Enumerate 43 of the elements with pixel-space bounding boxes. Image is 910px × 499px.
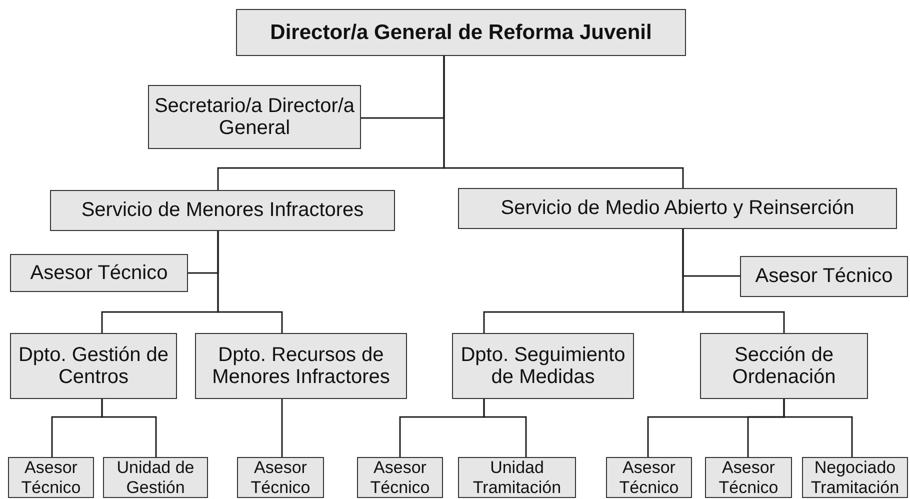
org-box — [458, 457, 576, 498]
connector-line — [682, 229, 785, 333]
unit-name: Asesor Técnico — [718, 458, 780, 497]
org-box — [700, 333, 868, 399]
unit-name: Dpto. Recursos de Menores Infractores — [211, 344, 391, 388]
unit-name: Asesor Técnico — [30, 262, 168, 284]
org-box — [740, 256, 908, 297]
unit-name: Negociado Tramitación — [810, 458, 900, 497]
connector-line — [443, 56, 684, 188]
org-box — [50, 190, 395, 231]
org-box — [195, 333, 407, 399]
unit-name: Secretario/a Director/a General — [153, 94, 356, 140]
connector-line — [101, 399, 157, 457]
org-box — [148, 85, 361, 149]
org-box — [357, 457, 443, 498]
org-box — [103, 457, 208, 498]
unit-name: Servicio de Menores Infractores — [81, 199, 364, 222]
unit-name: Asesor Técnico — [369, 458, 431, 497]
org-box — [458, 188, 897, 229]
unit-name: Asesor Técnico — [250, 458, 312, 497]
unit-name: Asesor Técnico — [20, 458, 82, 497]
org-box — [10, 254, 188, 292]
org-box — [705, 457, 792, 498]
org-box — [452, 333, 634, 399]
unit-name: Asesor Técnico — [618, 458, 680, 497]
unit-name: Asesor Técnico — [755, 265, 893, 288]
org-box — [802, 457, 908, 498]
org-box — [10, 333, 177, 399]
connector-line — [281, 399, 283, 457]
unit-name: Unidad Tramitación — [472, 458, 562, 497]
unit-name: Sección de Ordenación — [731, 344, 837, 388]
unit-name: Unidad de Gestión — [116, 458, 196, 497]
org-box — [606, 457, 692, 498]
org-box — [236, 9, 686, 56]
connector-line — [483, 399, 527, 457]
unit-name: Dpto. Seguimiento de Medidas — [460, 344, 626, 388]
unit-name: Director/a General de Reforma Juvenil — [270, 20, 652, 44]
unit-name: Servicio de Medio Abierto y Reinserción — [500, 197, 854, 220]
org-box — [237, 457, 324, 498]
connector-line — [217, 231, 283, 333]
unit-name: Dpto. Gestión de Centros — [17, 344, 170, 388]
connector-line — [783, 399, 853, 457]
org-box — [8, 457, 94, 498]
